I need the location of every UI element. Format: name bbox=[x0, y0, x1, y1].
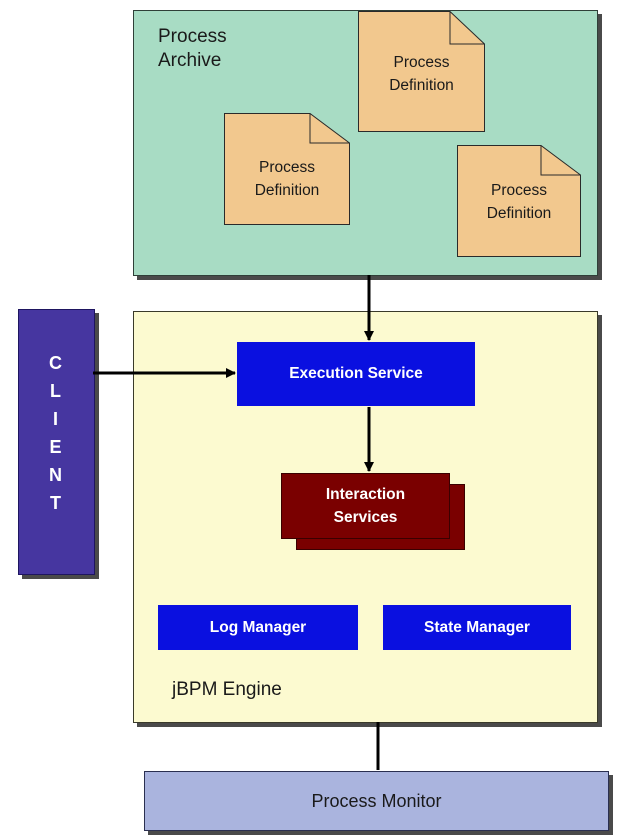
document-icon bbox=[358, 11, 485, 132]
process-definition-1: Process Definition bbox=[358, 11, 485, 132]
process-archive-label: Process Archive bbox=[158, 26, 227, 71]
process-definition-2: Process Definition bbox=[224, 113, 350, 225]
state-manager: State Manager bbox=[383, 605, 571, 650]
client-box bbox=[18, 309, 95, 575]
jbpm-engine-label: jBPM Engine bbox=[172, 679, 282, 700]
log-manager: Log Manager bbox=[158, 605, 358, 650]
process-definition-1-label: Process Definition bbox=[389, 54, 454, 94]
process-definition-3-label: Process Definition bbox=[486, 182, 552, 222]
process-definition-2-label: Process Definition bbox=[254, 159, 320, 199]
interaction-services: Interaction Services bbox=[281, 473, 450, 539]
execution-service: Execution Service bbox=[237, 342, 475, 406]
process-monitor: Process Monitor bbox=[144, 771, 609, 831]
process-definition-3: Process Definition bbox=[457, 145, 581, 257]
document-icon bbox=[457, 145, 581, 257]
document-icon bbox=[224, 113, 350, 225]
client-label: C L I E N T bbox=[49, 353, 62, 513]
